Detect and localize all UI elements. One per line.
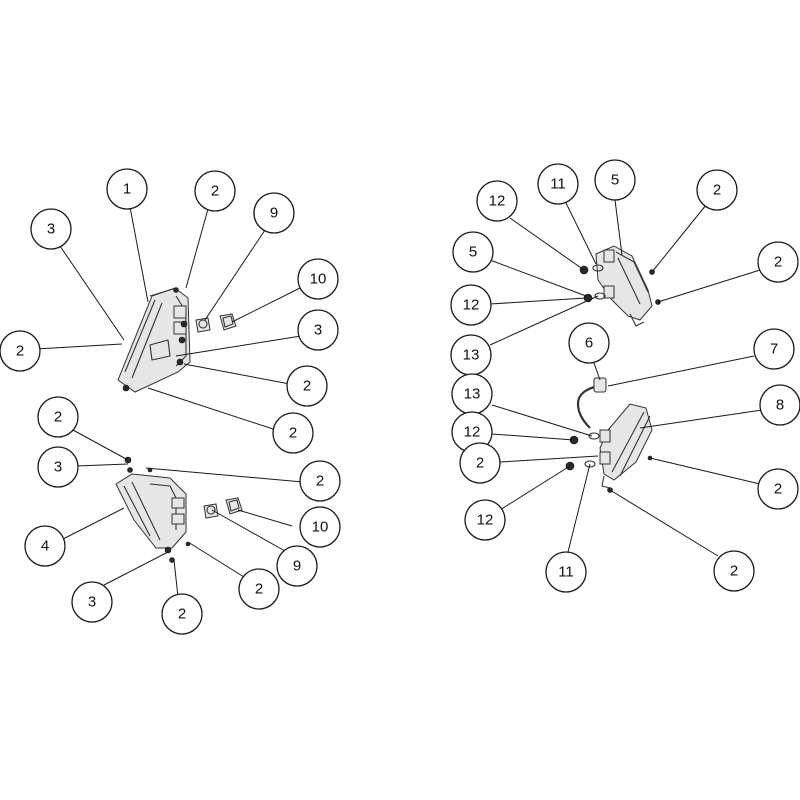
- callout-2-label: 2: [774, 254, 782, 271]
- callout-12-label: 12: [464, 424, 481, 441]
- callout-4: 4: [24, 525, 66, 567]
- callout-11-label: 11: [550, 176, 566, 193]
- callout-2-label: 2: [211, 183, 219, 200]
- callout-6: 6: [568, 322, 610, 364]
- callout-2-label: 2: [774, 481, 782, 498]
- callout-3-label: 3: [47, 221, 55, 238]
- callout-8: 8: [759, 384, 800, 426]
- callout-13-label: 13: [463, 347, 480, 364]
- callout-2: 2: [713, 550, 755, 592]
- callout-2-label: 2: [316, 473, 324, 490]
- callout-9-label: 9: [293, 558, 301, 575]
- wiring-harness-drawing: [576, 377, 607, 429]
- callout-11: 11: [537, 163, 579, 205]
- callout-2-label: 2: [289, 425, 297, 442]
- callout-2-label: 2: [255, 581, 263, 598]
- callout-2-label: 2: [476, 455, 484, 472]
- callout-12: 12: [464, 499, 506, 541]
- callout-12: 12: [451, 411, 493, 453]
- callout-9: 9: [253, 192, 295, 234]
- headlamp-left-drawing: [115, 456, 191, 563]
- callout-12: 12: [450, 284, 492, 326]
- callout-10: 10: [297, 258, 339, 300]
- callout-2-label: 2: [713, 182, 721, 199]
- callout-5: 5: [594, 159, 636, 201]
- callout-3: 3: [30, 208, 72, 250]
- callout-2-label: 2: [178, 606, 186, 623]
- callout-2: 2: [757, 241, 799, 283]
- bulb-9-top-drawing: [195, 317, 211, 333]
- callout-5-label: 5: [611, 172, 619, 189]
- callout-2: 2: [757, 468, 799, 510]
- socket-12-rear-drawing: [565, 435, 579, 471]
- callout-2: 2: [0, 330, 41, 372]
- callout-5: 5: [452, 231, 494, 273]
- callout-10-label: 10: [312, 519, 329, 536]
- callout-2-label: 2: [730, 563, 738, 580]
- bulb-13-rear-drawing: [588, 432, 600, 440]
- socket-10-top-drawing: [219, 313, 237, 331]
- callout-8-label: 8: [776, 397, 784, 414]
- callout-2: 2: [272, 412, 314, 454]
- callout-10-label: 10: [310, 271, 327, 288]
- callout-3: 3: [37, 446, 79, 488]
- callout-12-label: 12: [489, 193, 506, 210]
- callout-5-label: 5: [469, 244, 477, 261]
- callout-11: 11: [545, 551, 587, 593]
- bulb-13-front-drawing: [594, 292, 606, 300]
- bulb-9-bottom-drawing: [203, 503, 219, 519]
- leader-lines: [35, 199, 763, 598]
- callout-12: 12: [476, 180, 518, 222]
- callout-2: 2: [37, 396, 79, 438]
- callout-4-label: 4: [41, 538, 49, 555]
- callout-3-label: 3: [88, 594, 96, 611]
- callout-2: 2: [299, 460, 341, 502]
- callout-2: 2: [696, 169, 738, 211]
- socket-10-bottom-drawing: [225, 497, 243, 515]
- callout-2: 2: [286, 365, 328, 407]
- callout-2: 2: [194, 170, 236, 212]
- callout-12-label: 12: [463, 297, 480, 314]
- callout-3-label: 3: [314, 322, 322, 339]
- callout-7-label: 7: [770, 341, 778, 358]
- callout-11-label: 11: [558, 564, 574, 581]
- callout-6-label: 6: [585, 335, 593, 352]
- indicator-front-drawing: [595, 245, 661, 327]
- headlamp-right-drawing: [117, 287, 191, 393]
- callout-2: 2: [161, 593, 203, 635]
- callout-13: 13: [451, 373, 493, 415]
- callout-13: 13: [450, 334, 492, 376]
- bulb-11-rear-drawing: [584, 460, 596, 468]
- callout-2: 2: [238, 568, 280, 610]
- callout-9: 9: [276, 545, 318, 587]
- callout-2-label: 2: [54, 409, 62, 426]
- callout-1-label: 1: [123, 181, 131, 198]
- callout-10: 10: [299, 506, 341, 548]
- callout-12-label: 12: [477, 512, 494, 529]
- callout-3-label: 3: [54, 459, 62, 476]
- callout-3: 3: [71, 581, 113, 623]
- callout-9-label: 9: [270, 205, 278, 222]
- socket-12-front-drawing: [579, 265, 593, 303]
- indicator-rear-drawing: [599, 403, 653, 493]
- callout-7: 7: [753, 328, 795, 370]
- callout-1: 1: [106, 168, 148, 210]
- bulb-11-front-drawing: [592, 264, 604, 272]
- callout-13-label: 13: [464, 386, 481, 403]
- callout-3: 3: [297, 309, 339, 351]
- callout-2-label: 2: [303, 378, 311, 395]
- callout-2-label: 2: [16, 343, 24, 360]
- callout-2: 2: [459, 442, 501, 484]
